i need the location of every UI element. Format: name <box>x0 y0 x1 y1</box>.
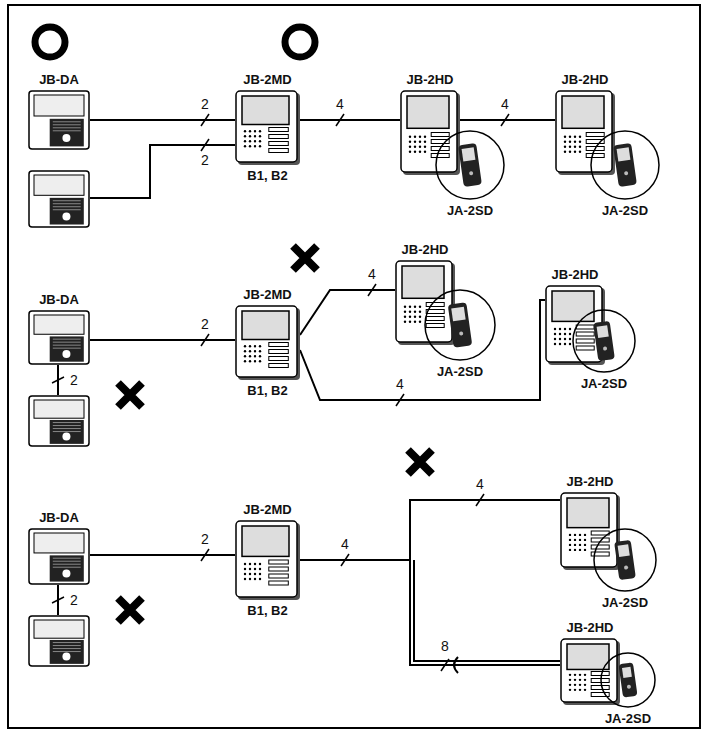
wire-count-tick <box>501 114 509 126</box>
monitor-station: JB-2HD <box>400 90 460 175</box>
wire-count: 2 <box>69 373 79 388</box>
device-picture <box>600 652 656 708</box>
wire-count-tick <box>441 659 449 671</box>
model-label: JB-2HD <box>562 72 609 87</box>
sub-handset: JA-2SD <box>424 289 496 361</box>
model-label: JA-2SD <box>447 203 493 218</box>
model-label: JB-DA <box>39 510 79 525</box>
model-label: JB-2HD <box>567 474 614 489</box>
wire-count-tick <box>201 549 209 561</box>
wire-count-tick <box>52 597 64 603</box>
wire-count: 2 <box>200 97 210 112</box>
device-picture <box>28 528 90 585</box>
monitor-station: JB-2HD <box>560 492 620 570</box>
wire <box>300 290 395 335</box>
model-label: JB-2HD <box>402 242 449 257</box>
device-picture <box>400 90 460 175</box>
wire-count: 4 <box>395 377 405 392</box>
device-picture <box>235 305 300 380</box>
door-station <box>29 171 89 227</box>
model-label: JB-2MD <box>243 72 291 87</box>
wire-count-tick <box>396 394 404 406</box>
wire-count: 2 <box>69 593 79 608</box>
ok-mark <box>35 27 315 57</box>
wire-count-tick <box>336 114 344 126</box>
wire <box>90 339 235 341</box>
sub-handset: JA-2SD <box>435 130 505 200</box>
monitor-station: JB-2HD <box>560 638 620 705</box>
wire-count-tick <box>368 284 376 296</box>
door-station <box>29 616 89 666</box>
wire-count-tick <box>341 554 349 566</box>
terminal-label: B1, B2 <box>247 383 287 398</box>
terminal-label: B1, B2 <box>247 603 287 618</box>
wire <box>460 119 555 121</box>
device-picture <box>28 310 90 365</box>
device-picture <box>572 309 636 373</box>
door-station <box>29 171 89 666</box>
device-picture <box>235 90 300 165</box>
wire-count: 2 <box>200 153 210 168</box>
sub-handset: JA-2SD <box>572 309 636 373</box>
monitor-station: JB-2HD <box>555 90 615 175</box>
model-label: JB-2MD <box>243 287 291 302</box>
model-label: JA-2SD <box>581 376 627 391</box>
model-label: JB-DA <box>39 72 79 87</box>
wire <box>300 500 560 560</box>
door-station: JB-DA <box>28 90 90 150</box>
door-station: JB-DA <box>28 528 90 585</box>
device-picture <box>235 520 300 600</box>
device-picture <box>593 528 657 592</box>
wire-count-tick <box>476 494 484 506</box>
device-picture <box>590 130 660 200</box>
model-label: JA-2SD <box>605 711 651 726</box>
wire-count: 4 <box>335 97 345 112</box>
monitor-station: JB-2MDB1, B2 <box>235 520 300 600</box>
device-picture <box>424 289 496 361</box>
sub-handset: JA-2SD <box>590 130 660 200</box>
wire <box>90 554 235 556</box>
model-label: JB-2MD <box>243 502 291 517</box>
device-picture <box>555 90 615 175</box>
ng-mark <box>118 246 432 622</box>
monitor-station: JB-2MDB1, B2 <box>235 305 300 380</box>
model-label: JA-2SD <box>602 203 648 218</box>
door-station: JB-DA <box>28 310 90 365</box>
wire <box>90 119 235 121</box>
device-picture <box>560 492 620 570</box>
model-label: JA-2SD <box>602 595 648 610</box>
wire <box>300 560 560 665</box>
wire-count: 4 <box>475 477 485 492</box>
wire <box>300 119 400 121</box>
wire-count-tick <box>201 114 209 126</box>
wire-count: 8 <box>440 639 450 654</box>
wire-count-tick <box>52 377 64 383</box>
sub-handset: JA-2SD <box>600 652 656 708</box>
model-label: JB-DA <box>39 292 79 307</box>
device-picture <box>560 638 620 705</box>
wire-count: 4 <box>340 537 350 552</box>
extra-wire <box>58 145 560 673</box>
door-station <box>29 396 89 446</box>
wire-count: 4 <box>500 97 510 112</box>
model-label: JB-2HD <box>407 72 454 87</box>
terminal-label: B1, B2 <box>247 168 287 183</box>
model-label: JB-2HD <box>567 620 614 635</box>
wire-count-tick <box>201 139 209 151</box>
wire-count-tick <box>201 334 209 346</box>
sub-handset: JA-2SD <box>593 528 657 592</box>
device-picture <box>435 130 505 200</box>
device-picture <box>28 90 90 150</box>
wire-count: 2 <box>200 317 210 332</box>
model-label: JA-2SD <box>437 364 483 379</box>
monitor-station: JB-2MDB1, B2 <box>235 90 300 165</box>
model-label: JB-2HD <box>552 267 599 282</box>
wire-count: 4 <box>367 267 377 282</box>
frame <box>8 5 700 728</box>
wire-count: 2 <box>200 532 210 547</box>
